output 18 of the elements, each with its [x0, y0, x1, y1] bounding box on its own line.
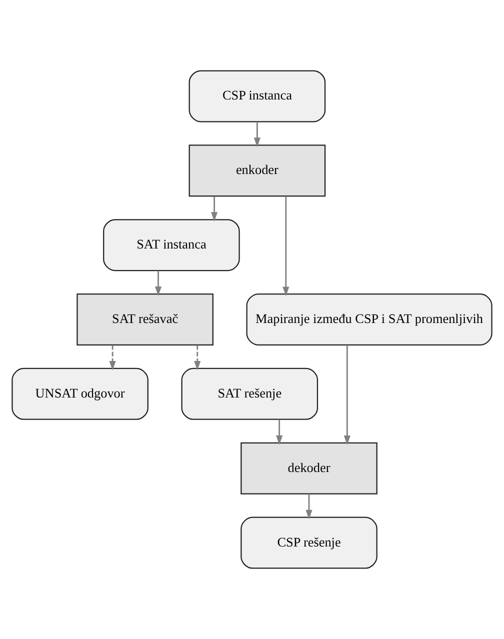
node-box: SAT rešenje [181, 368, 318, 420]
node-box: Mapiranje između CSP i SAT promenljivih [246, 294, 492, 346]
arrow [276, 420, 283, 445]
node-box: SAT instanca [103, 219, 240, 272]
node-box: CSP instanca [188, 70, 326, 122]
arrow [282, 196, 290, 296]
arrow [154, 270, 162, 296]
node-box: dekoder [240, 442, 378, 494]
node-box: enkoder [188, 144, 326, 197]
arrow [344, 345, 350, 445]
node-box: CSP rešenje [240, 516, 378, 569]
arrow [306, 494, 312, 520]
arrow [211, 196, 218, 222]
node-box: SAT rešavač [76, 294, 214, 346]
arrow [109, 345, 116, 370]
arrow [254, 122, 260, 148]
arrow [194, 345, 201, 370]
node-box: UNSAT odgovor [12, 368, 148, 420]
